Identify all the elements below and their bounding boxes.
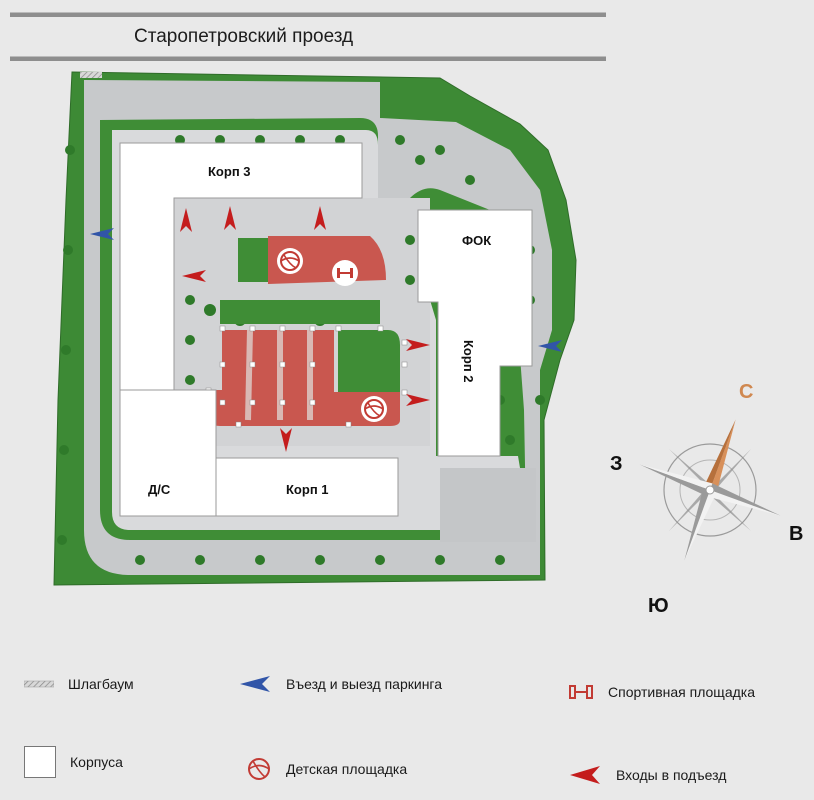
sports-dumbbell-icon: [569, 685, 593, 699]
entrance-arrow-icon: [570, 766, 600, 784]
compass-rose: [639, 419, 781, 561]
building-square-icon: [24, 746, 56, 778]
building-fok-korp2: [417, 209, 533, 457]
kids-playground-icon-2: [361, 396, 387, 422]
label-korp1: Корп 1: [286, 482, 329, 497]
green-block-3: [338, 330, 400, 392]
compass-north: С: [739, 381, 753, 403]
legend-buildings: Корпуса: [24, 746, 123, 778]
compass-east: В: [789, 523, 803, 545]
barrier-icon: [24, 680, 54, 688]
legend-entrances-label: Входы в подъезд: [616, 767, 727, 783]
compass-south: Ю: [648, 595, 669, 617]
barrier-on-map: [80, 72, 102, 78]
parking-lot: [440, 468, 536, 542]
legend-barrier-label: Шлагбаум: [68, 676, 134, 692]
compass-west: З: [610, 453, 623, 475]
legend-kids: Детская площадка: [246, 756, 407, 782]
legend-sports-label: Спортивная площадка: [608, 684, 755, 700]
entrance-arrows: [180, 206, 430, 452]
building-korp1: [215, 457, 399, 517]
parking-arrows: [90, 228, 562, 352]
kids-ball-icon: [248, 758, 270, 780]
street-line-bottom: [10, 56, 606, 61]
legend-barrier: Шлагбаум: [24, 676, 134, 692]
label-korp2: Корп 2: [461, 340, 476, 383]
green-block-1: [238, 238, 272, 282]
street-line-top: [10, 12, 606, 17]
legend-buildings-label: Корпуса: [70, 754, 123, 770]
building-ds: [119, 389, 217, 517]
green-block-2: [220, 300, 380, 324]
lamp-posts: [205, 325, 408, 428]
legend-kids-label: Детская площадка: [286, 761, 408, 777]
legend-parking-label: Въезд и выезд паркинга: [286, 676, 443, 692]
label-fok: ФОК: [462, 233, 491, 248]
kids-playground-icon: [277, 248, 303, 274]
parking-arrow-icon: [240, 676, 270, 692]
legend-parking: Въезд и выезд паркинга: [238, 674, 442, 694]
sports-ground-icon: [332, 260, 358, 286]
legend-entrances: Входы в подъезд: [568, 764, 726, 786]
label-korp3: Корп 3: [208, 164, 251, 179]
street-name: Старопетровский проезд: [134, 26, 354, 47]
legend-sports: Спортивная площадка: [568, 682, 755, 702]
label-ds: Д/С: [148, 482, 171, 497]
